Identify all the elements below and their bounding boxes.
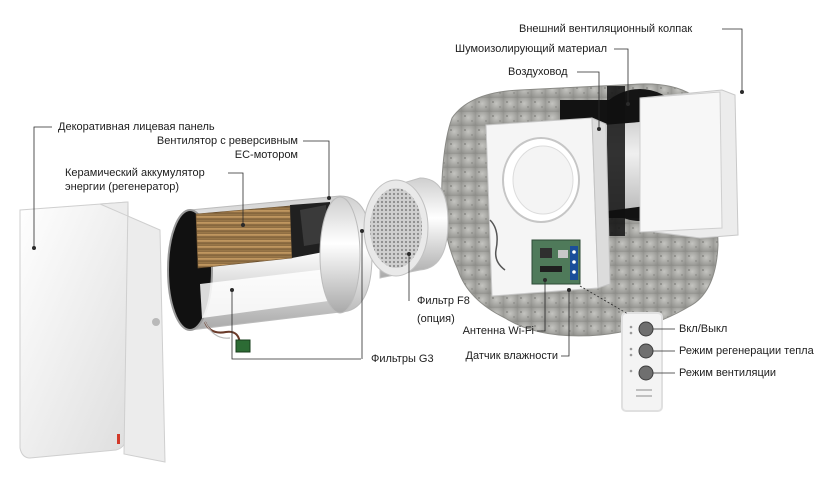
front-panel [19,201,166,463]
label-fan-line2: EC-мотором [234,149,298,161]
label-filters-g3: Фильтры G3 [371,353,434,365]
inner-housing [485,117,611,297]
external-hood [607,86,739,239]
label-ventilation-mode: Режим вентиляции [679,367,777,379]
label-wifi-antenna: Антенна Wi-Fi [462,325,534,337]
label-heat-recovery-mode: Режим регенерации тепла [679,345,814,357]
label-accumulator-line1: Керамический аккумулятор [65,167,205,179]
label-accumulator-line2: энергии (регенератор) [65,181,180,193]
label-insulation: Шумоизолирующий материал [455,43,608,55]
ceramic-accumulator-cylinder [167,195,373,353]
label-filter-f8-line1: Фильтр F8 [417,295,470,307]
leader-lines [32,28,744,374]
f8-filter [363,177,449,279]
label-front-panel: Декоративная лицевая панель [58,121,215,133]
label-outer-hood: Внешний вентиляционный колпак [519,23,693,35]
label-fan-line1: Вентилятор с реверсивным [156,135,298,147]
remote-control [621,312,663,412]
label-filter-f8-line2: (опция) [417,313,455,325]
label-air-duct: Воздуховод [508,66,568,78]
label-humidity-sensor: Датчик влажности [465,350,558,362]
label-on-off: Вкл/Выкл [679,323,728,335]
